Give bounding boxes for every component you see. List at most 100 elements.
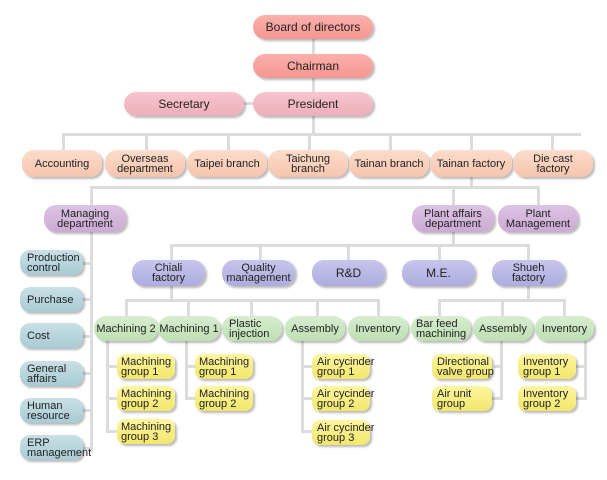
node-chairman[interactable]: Chairman	[253, 54, 373, 78]
node-overseas-department[interactable]: Overseas department	[105, 150, 185, 177]
connector	[82, 409, 92, 412]
node-quality-management[interactable]: Quality management	[222, 260, 295, 286]
node-board-of-directors[interactable]: Board of directors	[253, 15, 373, 39]
node-machining-1[interactable]: Machining 1	[158, 316, 220, 341]
node-secretary[interactable]: Secretary	[124, 92, 244, 116]
node-production-control[interactable]: Production control	[20, 250, 83, 275]
connector	[576, 397, 586, 400]
node-plant-management[interactable]: Plant Management	[498, 205, 578, 232]
node-directional-valve-group[interactable]: Directional valve group	[432, 354, 494, 379]
connector	[82, 335, 92, 338]
node-taipei-branch[interactable]: Taipei branch	[187, 150, 267, 177]
node-plastic-injection[interactable]: Plastic injection	[222, 316, 282, 341]
node-machining2-group-3[interactable]: Machining group 3	[117, 419, 175, 444]
node-managing-department[interactable]: Managing department	[44, 205, 126, 232]
connector	[470, 133, 473, 151]
connector	[490, 397, 502, 400]
connector	[106, 397, 118, 400]
connector	[551, 133, 554, 151]
node-inventory-chiali[interactable]: Inventory	[348, 316, 408, 341]
connector	[389, 133, 392, 151]
connector	[527, 285, 530, 301]
connector	[563, 299, 566, 317]
connector	[438, 299, 441, 317]
connector	[501, 299, 504, 317]
node-die-cast-factory[interactable]: Die cast factory	[513, 150, 593, 177]
connector	[145, 133, 148, 151]
connector	[452, 231, 455, 246]
node-shueh-factory[interactable]: Shueh factory	[492, 260, 565, 286]
connector	[308, 133, 311, 151]
connector	[170, 244, 173, 262]
connector	[312, 38, 315, 58]
node-president[interactable]: President	[253, 92, 373, 116]
node-accounting[interactable]: Accounting	[22, 150, 102, 177]
node-me[interactable]: M.E.	[402, 260, 475, 286]
connector	[347, 244, 350, 262]
node-tainan-factory[interactable]: Tainan factory	[430, 150, 512, 177]
node-air-cylinder-group-3[interactable]: Air cycinder group 3	[312, 420, 374, 445]
node-air-unit-group[interactable]: Air unit group	[432, 386, 492, 411]
connector	[170, 285, 173, 301]
connector	[125, 299, 128, 317]
connector	[106, 341, 109, 433]
connector	[500, 341, 503, 400]
node-human-resource[interactable]: Human resource	[20, 398, 83, 423]
connector	[82, 262, 92, 265]
node-machining1-group-1[interactable]: Machining group 1	[195, 354, 253, 379]
node-purchase[interactable]: Purchase	[20, 287, 83, 312]
connector	[301, 341, 304, 433]
connector	[242, 102, 256, 105]
connector	[527, 244, 530, 262]
connector	[90, 186, 93, 206]
connector	[301, 397, 313, 400]
node-general-affairs[interactable]: General affairs	[20, 361, 83, 386]
node-cost[interactable]: Cost	[20, 323, 83, 348]
connector	[82, 447, 92, 450]
connector	[301, 430, 313, 433]
node-taichung-branch[interactable]: Taichung branch	[268, 150, 348, 177]
connector	[452, 186, 455, 206]
connector	[312, 116, 315, 134]
node-rd[interactable]: R&D	[312, 260, 385, 286]
node-bar-feed-machining[interactable]: Bar feed machining	[411, 316, 471, 341]
connector	[494, 365, 502, 368]
node-air-cylinder-group-1[interactable]: Air cycinder group 1	[312, 354, 374, 379]
connector	[227, 133, 230, 151]
node-plant-affairs-department[interactable]: Plant affairs department	[412, 205, 494, 232]
node-assembly-shueh[interactable]: Assembly	[473, 316, 533, 341]
connector	[170, 244, 530, 247]
node-air-cylinder-group-2[interactable]: Air cycinder group 2	[312, 386, 374, 411]
node-inventory-group-2[interactable]: Inventory group 2	[518, 386, 576, 411]
node-machining-2[interactable]: Machining 2	[94, 316, 158, 341]
connector	[584, 341, 587, 400]
connector	[537, 186, 540, 206]
connector	[62, 133, 65, 151]
connector	[259, 244, 262, 262]
node-erp-management[interactable]: ERP management	[20, 435, 91, 460]
node-inventory-group-1[interactable]: Inventory group 1	[518, 354, 576, 379]
connector	[185, 365, 195, 368]
connector	[106, 430, 118, 433]
connector	[185, 341, 188, 400]
connector	[82, 298, 92, 301]
connector	[250, 299, 253, 317]
connector	[316, 299, 319, 317]
node-inventory-shueh[interactable]: Inventory	[535, 316, 594, 341]
node-tainan-branch[interactable]: Tainan branch	[349, 150, 429, 177]
connector	[438, 244, 441, 262]
connector	[106, 365, 118, 368]
connector	[301, 365, 313, 368]
node-machining1-group-2[interactable]: Machining group 2	[195, 386, 253, 411]
connector	[187, 299, 190, 317]
connector	[82, 372, 92, 375]
node-machining2-group-2[interactable]: Machining group 2	[117, 386, 175, 411]
connector	[90, 186, 540, 189]
node-chiali-factory[interactable]: Chiali factory	[132, 260, 205, 286]
node-assembly-chiali[interactable]: Assembly	[285, 316, 345, 341]
connector	[312, 77, 315, 94]
node-machining2-group-1[interactable]: Machining group 1	[117, 354, 175, 379]
connector	[185, 397, 195, 400]
connector	[576, 365, 586, 368]
